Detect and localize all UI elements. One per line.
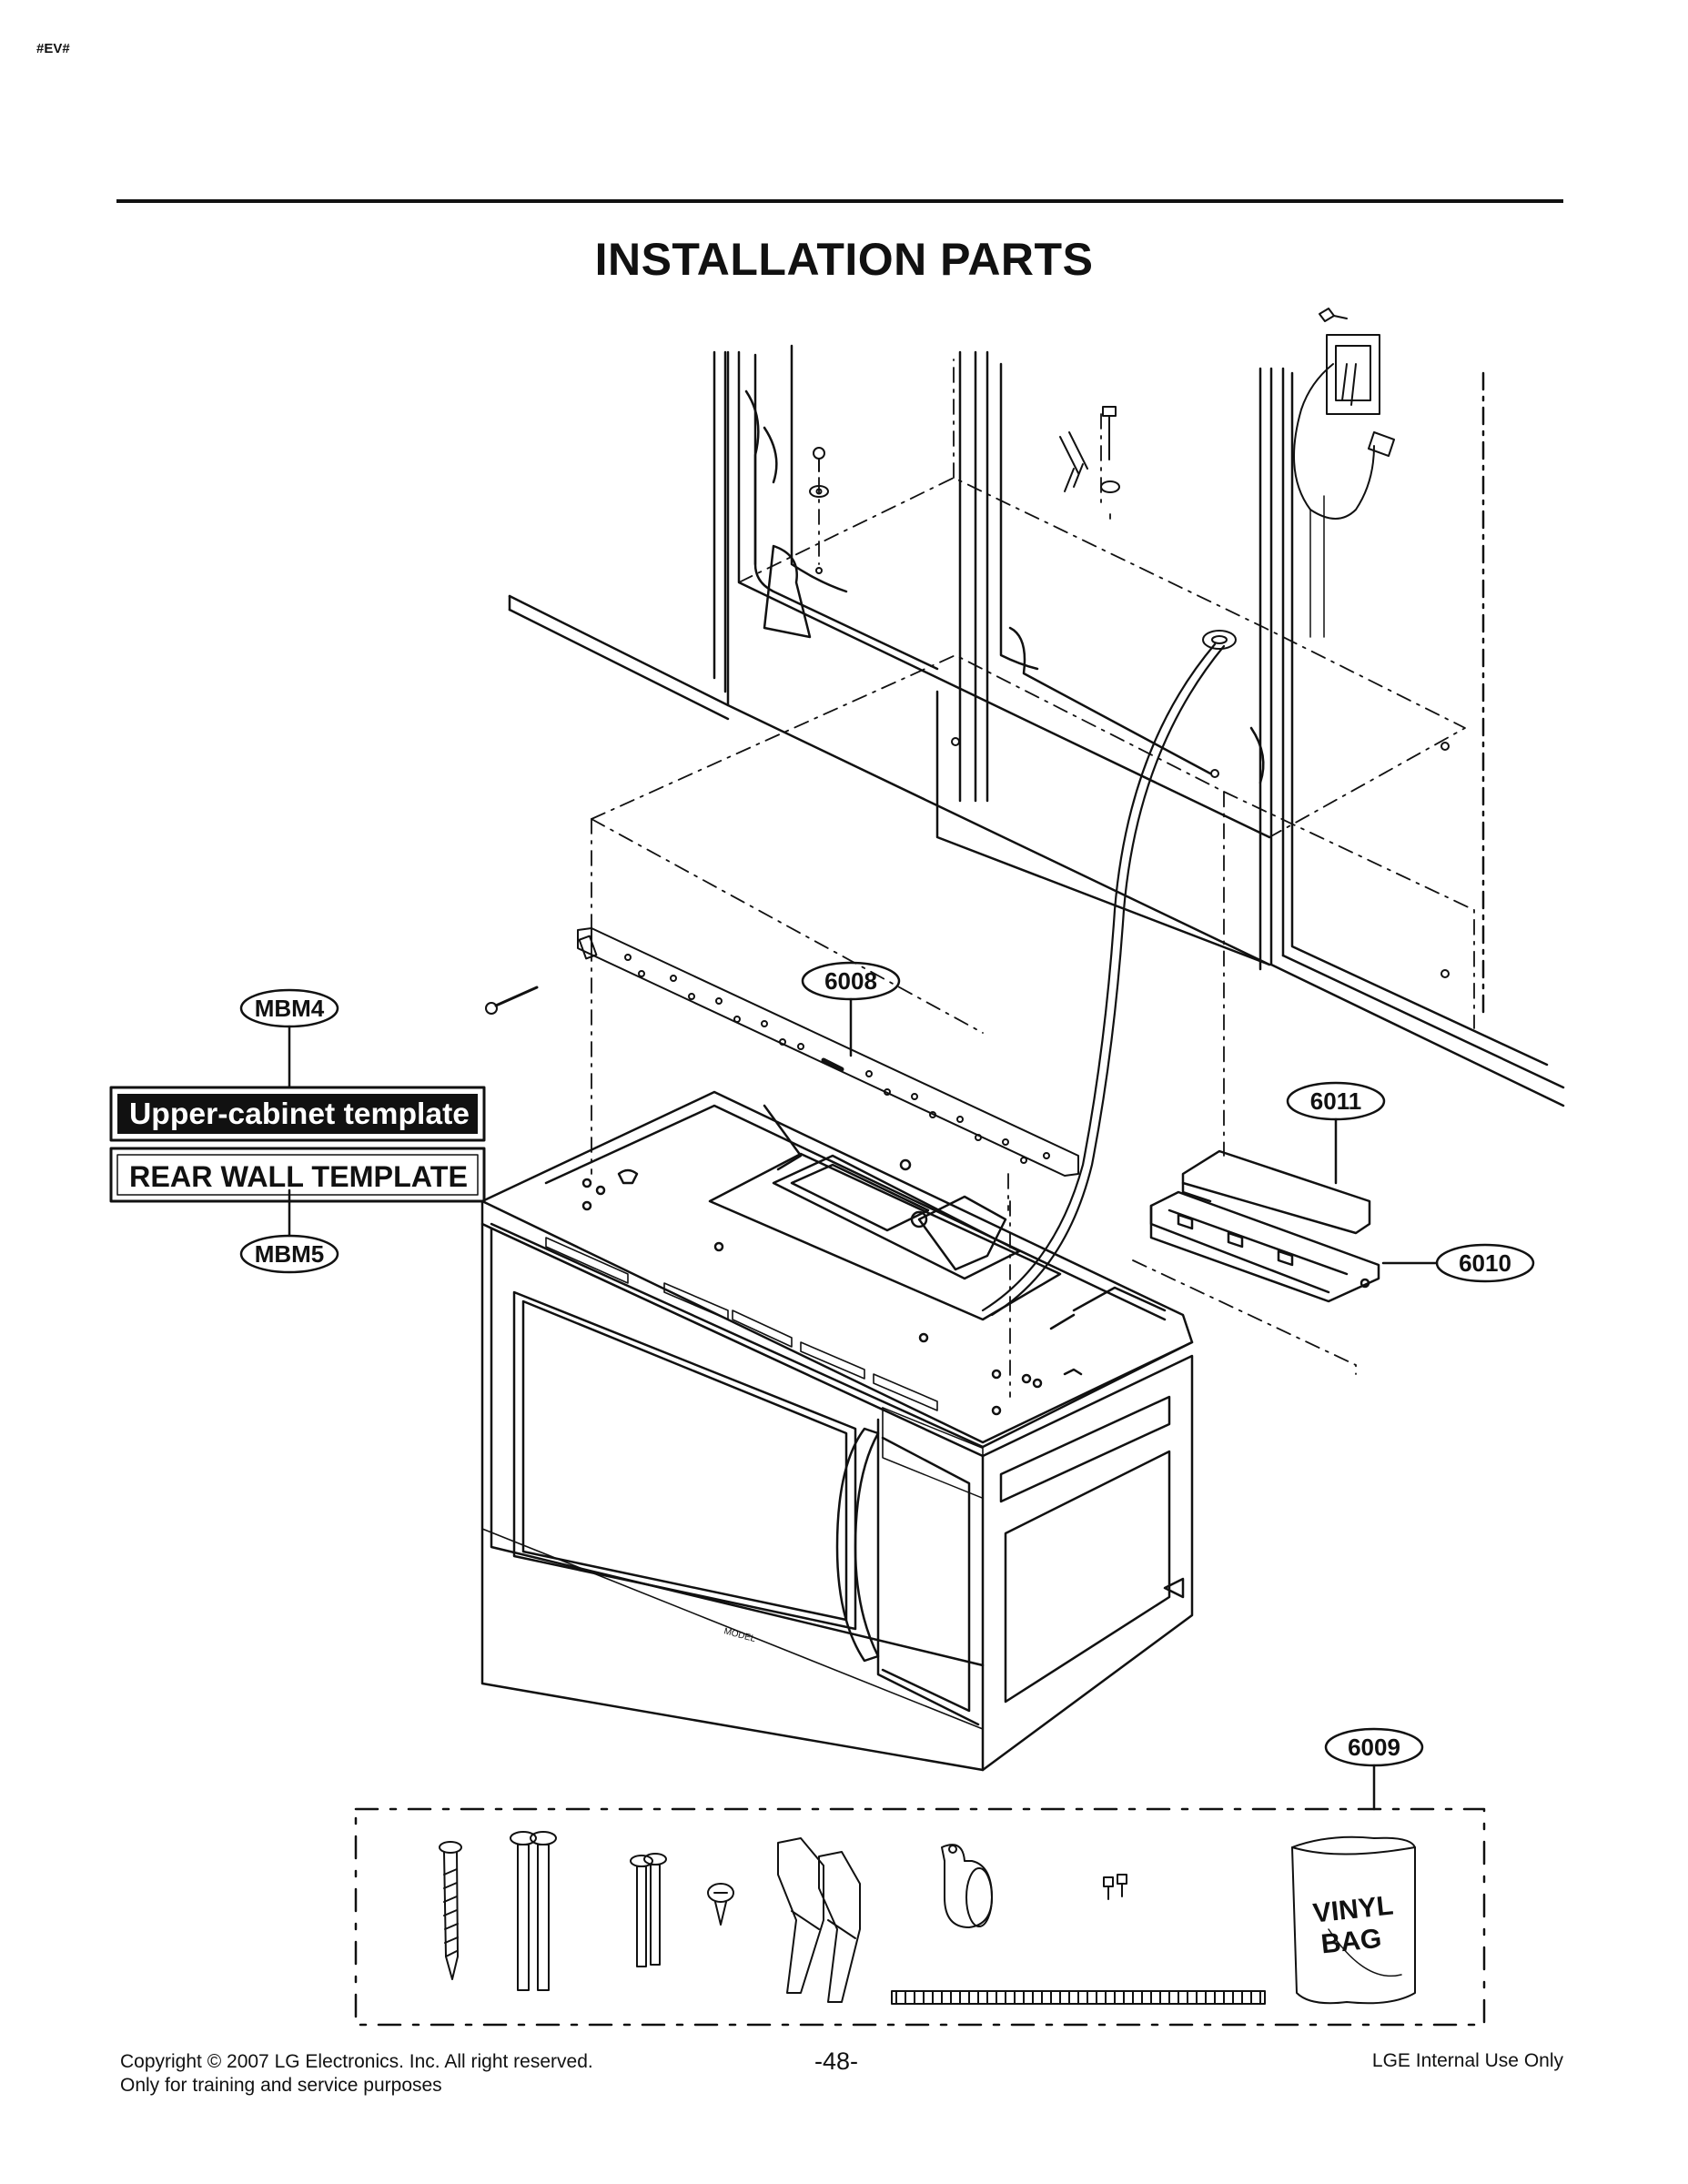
upper-cabinet-template-label: Upper-cabinet template (129, 1097, 470, 1130)
callout-6009 (1324, 1727, 1424, 1811)
exhaust-damper-6011 (1181, 1149, 1371, 1235)
callout-6011-label: 6011 (1310, 1087, 1361, 1115)
callout-6009-label: 6009 (1348, 1734, 1400, 1761)
kit-toggle-wings (777, 1837, 861, 2003)
callout-mbm5-label: MBM5 (255, 1240, 325, 1268)
footer-copyright-line2: Only for training and service purposes (120, 2075, 442, 2096)
footer-internal-use: LGE Internal Use Only (1371, 2050, 1563, 2071)
footer-copyright-line1: Copyright © 2007 LG Electronics. Inc. Al… (120, 2051, 593, 2072)
footer-copyright: Copyright © 2007 LG Electronics. Inc. Al… (120, 2050, 593, 2098)
power-cord (981, 642, 1217, 1312)
kit-cord-clamp (941, 1844, 993, 1928)
upper-cabinet-template (109, 1086, 486, 1142)
callout-6008-label: 6008 (824, 967, 877, 995)
callout-6008 (801, 961, 901, 1057)
installation-guide-lines (591, 359, 1475, 1398)
kit-vinyl-bag (1291, 1835, 1416, 2005)
kit-small-screws (1103, 1874, 1127, 1900)
callout-mbm5 (239, 1188, 339, 1274)
hardware-kit-box (354, 1807, 1486, 2027)
kit-wood-screw (439, 1841, 462, 1980)
vinyl-bag-label-line1: VINYL (1311, 1891, 1394, 1929)
kit-short-screw (707, 1883, 734, 1926)
cabinet-hardware (809, 308, 1450, 978)
exhaust-adaptor-6010 (1149, 1190, 1380, 1303)
header-rule (116, 199, 1563, 203)
microwave-oven: MODEL (480, 1090, 1194, 1772)
callout-6011 (1286, 1081, 1386, 1185)
page-number: -48- (814, 2048, 859, 2075)
kit-filler-strip (891, 1990, 1266, 2005)
callout-mbm4-label: MBM4 (255, 995, 325, 1022)
callout-6010-label: 6010 (1459, 1249, 1511, 1277)
page-title: INSTALLATION PARTS (594, 234, 1094, 285)
rear-wall-template-label: REAR WALL TEMPLATE (129, 1160, 468, 1193)
kit-long-bolts (510, 1831, 667, 1991)
callout-mbm4 (239, 988, 339, 1089)
document-tag: #EV# (36, 41, 70, 56)
mounting-plate-6008 (485, 927, 1079, 1177)
rear-wall-template (109, 1147, 486, 1203)
svg-text:MODEL: MODEL (723, 1626, 757, 1644)
callout-6010 (1381, 1243, 1535, 1283)
upper-cabinets (508, 344, 1565, 1107)
vinyl-bag-label-line2: BAG (1319, 1924, 1383, 1960)
